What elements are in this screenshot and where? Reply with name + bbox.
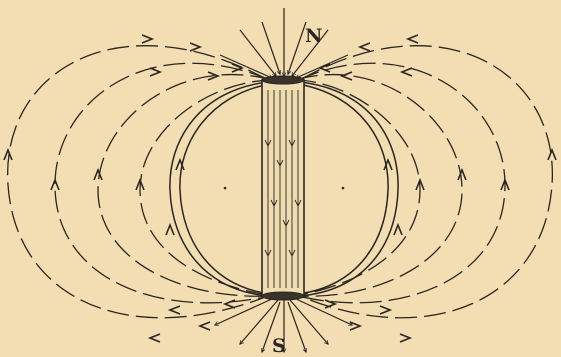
- magnet-bottom-end: [262, 292, 304, 300]
- magnet-top-end: [262, 76, 304, 84]
- dot-marker: [224, 187, 227, 190]
- field-line: [55, 63, 270, 303]
- south-pole-label: S: [272, 335, 286, 357]
- north-pole-label: N: [305, 25, 322, 47]
- outer-field-lines-right: [294, 46, 552, 318]
- field-line: [170, 82, 268, 296]
- field-line: [300, 46, 552, 318]
- field-line: [300, 82, 398, 296]
- dot-marker: [342, 187, 345, 190]
- field-line: [298, 63, 505, 303]
- bar-magnet: [262, 76, 304, 300]
- field-line: [8, 46, 268, 318]
- field-line: [140, 80, 274, 296]
- field-line: [98, 75, 272, 297]
